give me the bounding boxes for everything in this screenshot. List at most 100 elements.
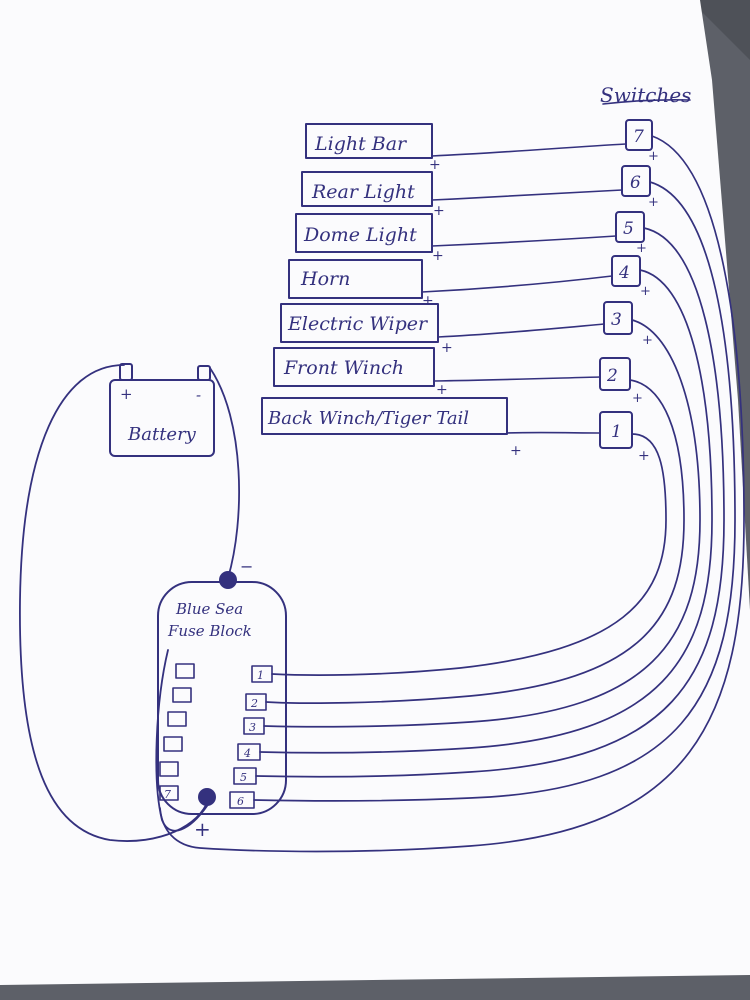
load-2: Front Winch + — [273, 347, 448, 398]
wire-load-7 — [431, 143, 627, 157]
plus-mark: + — [422, 293, 434, 309]
plus-mark: + — [436, 382, 448, 398]
load-to-switch-wires — [421, 143, 627, 434]
switch-to-fuse-wires — [159, 135, 745, 853]
battery-neg-label: - — [196, 386, 201, 404]
fuse-slot-left — [172, 687, 192, 703]
battery-box — [109, 379, 215, 457]
fuse-slot-left — [163, 736, 183, 752]
fuse-slot-right-number: 2 — [250, 697, 258, 710]
load-box — [261, 397, 508, 435]
fuse-slot-right-number: 4 — [243, 747, 251, 760]
load-7: Light Bar + — [305, 123, 441, 173]
wire-switch-3 — [263, 319, 701, 728]
switch-box — [603, 301, 633, 335]
fuse-block-negative-terminal — [219, 571, 237, 589]
switch-box — [599, 411, 633, 449]
load-6: Rear Light + — [301, 171, 445, 219]
load-box — [295, 213, 433, 253]
switch-box — [611, 255, 641, 287]
switch-box — [625, 119, 653, 151]
switch-2: 2 + — [599, 357, 643, 406]
plus-mark: + — [510, 443, 522, 459]
fuse-block-positive-terminal — [198, 788, 216, 806]
title-underline — [602, 99, 691, 105]
load-4: Horn + — [288, 259, 434, 309]
plus-mark: + — [433, 203, 445, 219]
plus-mark: + — [640, 284, 651, 299]
fuse-slot-left-number: 7 — [164, 788, 171, 801]
wire-switch-5 — [255, 227, 725, 778]
load-box — [305, 123, 433, 159]
battery-label: Battery — [127, 424, 197, 445]
load-label: Horn — [300, 268, 350, 290]
wire-switch-6 — [253, 181, 736, 802]
battery: + - Battery — [109, 363, 215, 457]
fuse-block: − + Blue Sea Fuse Block 7 1 2 3 4 5 6 — [157, 557, 287, 841]
fuse-slot-left — [167, 711, 187, 727]
wire-switch-7 — [159, 135, 745, 853]
fuse-slot-left — [159, 761, 179, 777]
wire-load-2 — [433, 376, 601, 382]
switch-6: 6 + — [621, 165, 659, 210]
switch-number: 4 — [618, 263, 630, 283]
fuse-block-neg-mark: − — [240, 557, 253, 576]
switch-number: 3 — [611, 310, 622, 330]
load-label: Light Bar — [314, 133, 408, 155]
load-label: Dome Light — [303, 224, 417, 246]
plus-mark: + — [632, 391, 643, 406]
wire-load-6 — [431, 189, 623, 201]
fuse-slot-right-number: 6 — [237, 795, 244, 808]
wire-switch-4 — [259, 269, 713, 754]
plus-mark: + — [648, 195, 659, 210]
load-1: Back Winch/Tiger Tail + — [261, 397, 522, 459]
battery-pos-label: + — [120, 385, 133, 403]
plus-mark: + — [441, 340, 453, 356]
load-box — [288, 259, 423, 299]
switch-3: 3 + — [603, 301, 653, 348]
wire-fuse-positive-loop — [155, 649, 208, 832]
wire-battery-positive — [19, 364, 209, 842]
switch-1: 1 + — [599, 411, 650, 464]
switch-5: 5 + — [615, 211, 647, 256]
fuse-slot-right-number: 1 — [257, 669, 264, 682]
switch-box — [621, 165, 651, 197]
plus-mark: + — [648, 149, 659, 164]
load-label: Front Winch — [283, 357, 404, 379]
switch-box — [615, 211, 645, 243]
wire-load-4 — [421, 275, 613, 293]
load-box — [273, 347, 435, 387]
load-box — [301, 171, 433, 207]
load-label: Electric Wiper — [287, 313, 429, 335]
fuse-slot-right-number: 3 — [249, 721, 256, 734]
battery-pos-terminal — [119, 363, 133, 381]
fuse-block-label-2: Fuse Block — [167, 622, 252, 640]
load-label: Back Winch/Tiger Tail — [267, 408, 469, 429]
fuse-slot-right-number: 5 — [240, 771, 247, 784]
switch-number: 5 — [623, 219, 634, 239]
battery-neg-terminal — [197, 365, 211, 381]
switch-4: 4 + — [611, 255, 651, 299]
background-corner — [690, 0, 750, 60]
switch-box — [599, 357, 631, 391]
plus-mark: + — [642, 333, 653, 348]
wire-switch-1 — [271, 433, 667, 676]
switch-number: 7 — [633, 127, 644, 147]
load-3: Electric Wiper + — [280, 303, 453, 356]
switch-number: 1 — [611, 422, 622, 442]
switch-7: 7 + — [625, 119, 659, 164]
plus-mark: + — [432, 248, 444, 264]
fuse-slot-left — [159, 785, 179, 801]
wire-load-5 — [431, 235, 617, 247]
switch-number: 2 — [606, 366, 618, 386]
plus-mark: + — [429, 157, 441, 173]
wire-switch-2 — [265, 379, 685, 704]
wire-battery-negative — [209, 367, 240, 579]
fuse-block-pos-mark: + — [194, 817, 211, 841]
load-5: Dome Light + — [295, 213, 444, 264]
fuse-block-label-1: Blue Sea — [175, 600, 243, 618]
switch-number: 6 — [630, 173, 641, 193]
plus-mark: + — [636, 241, 647, 256]
